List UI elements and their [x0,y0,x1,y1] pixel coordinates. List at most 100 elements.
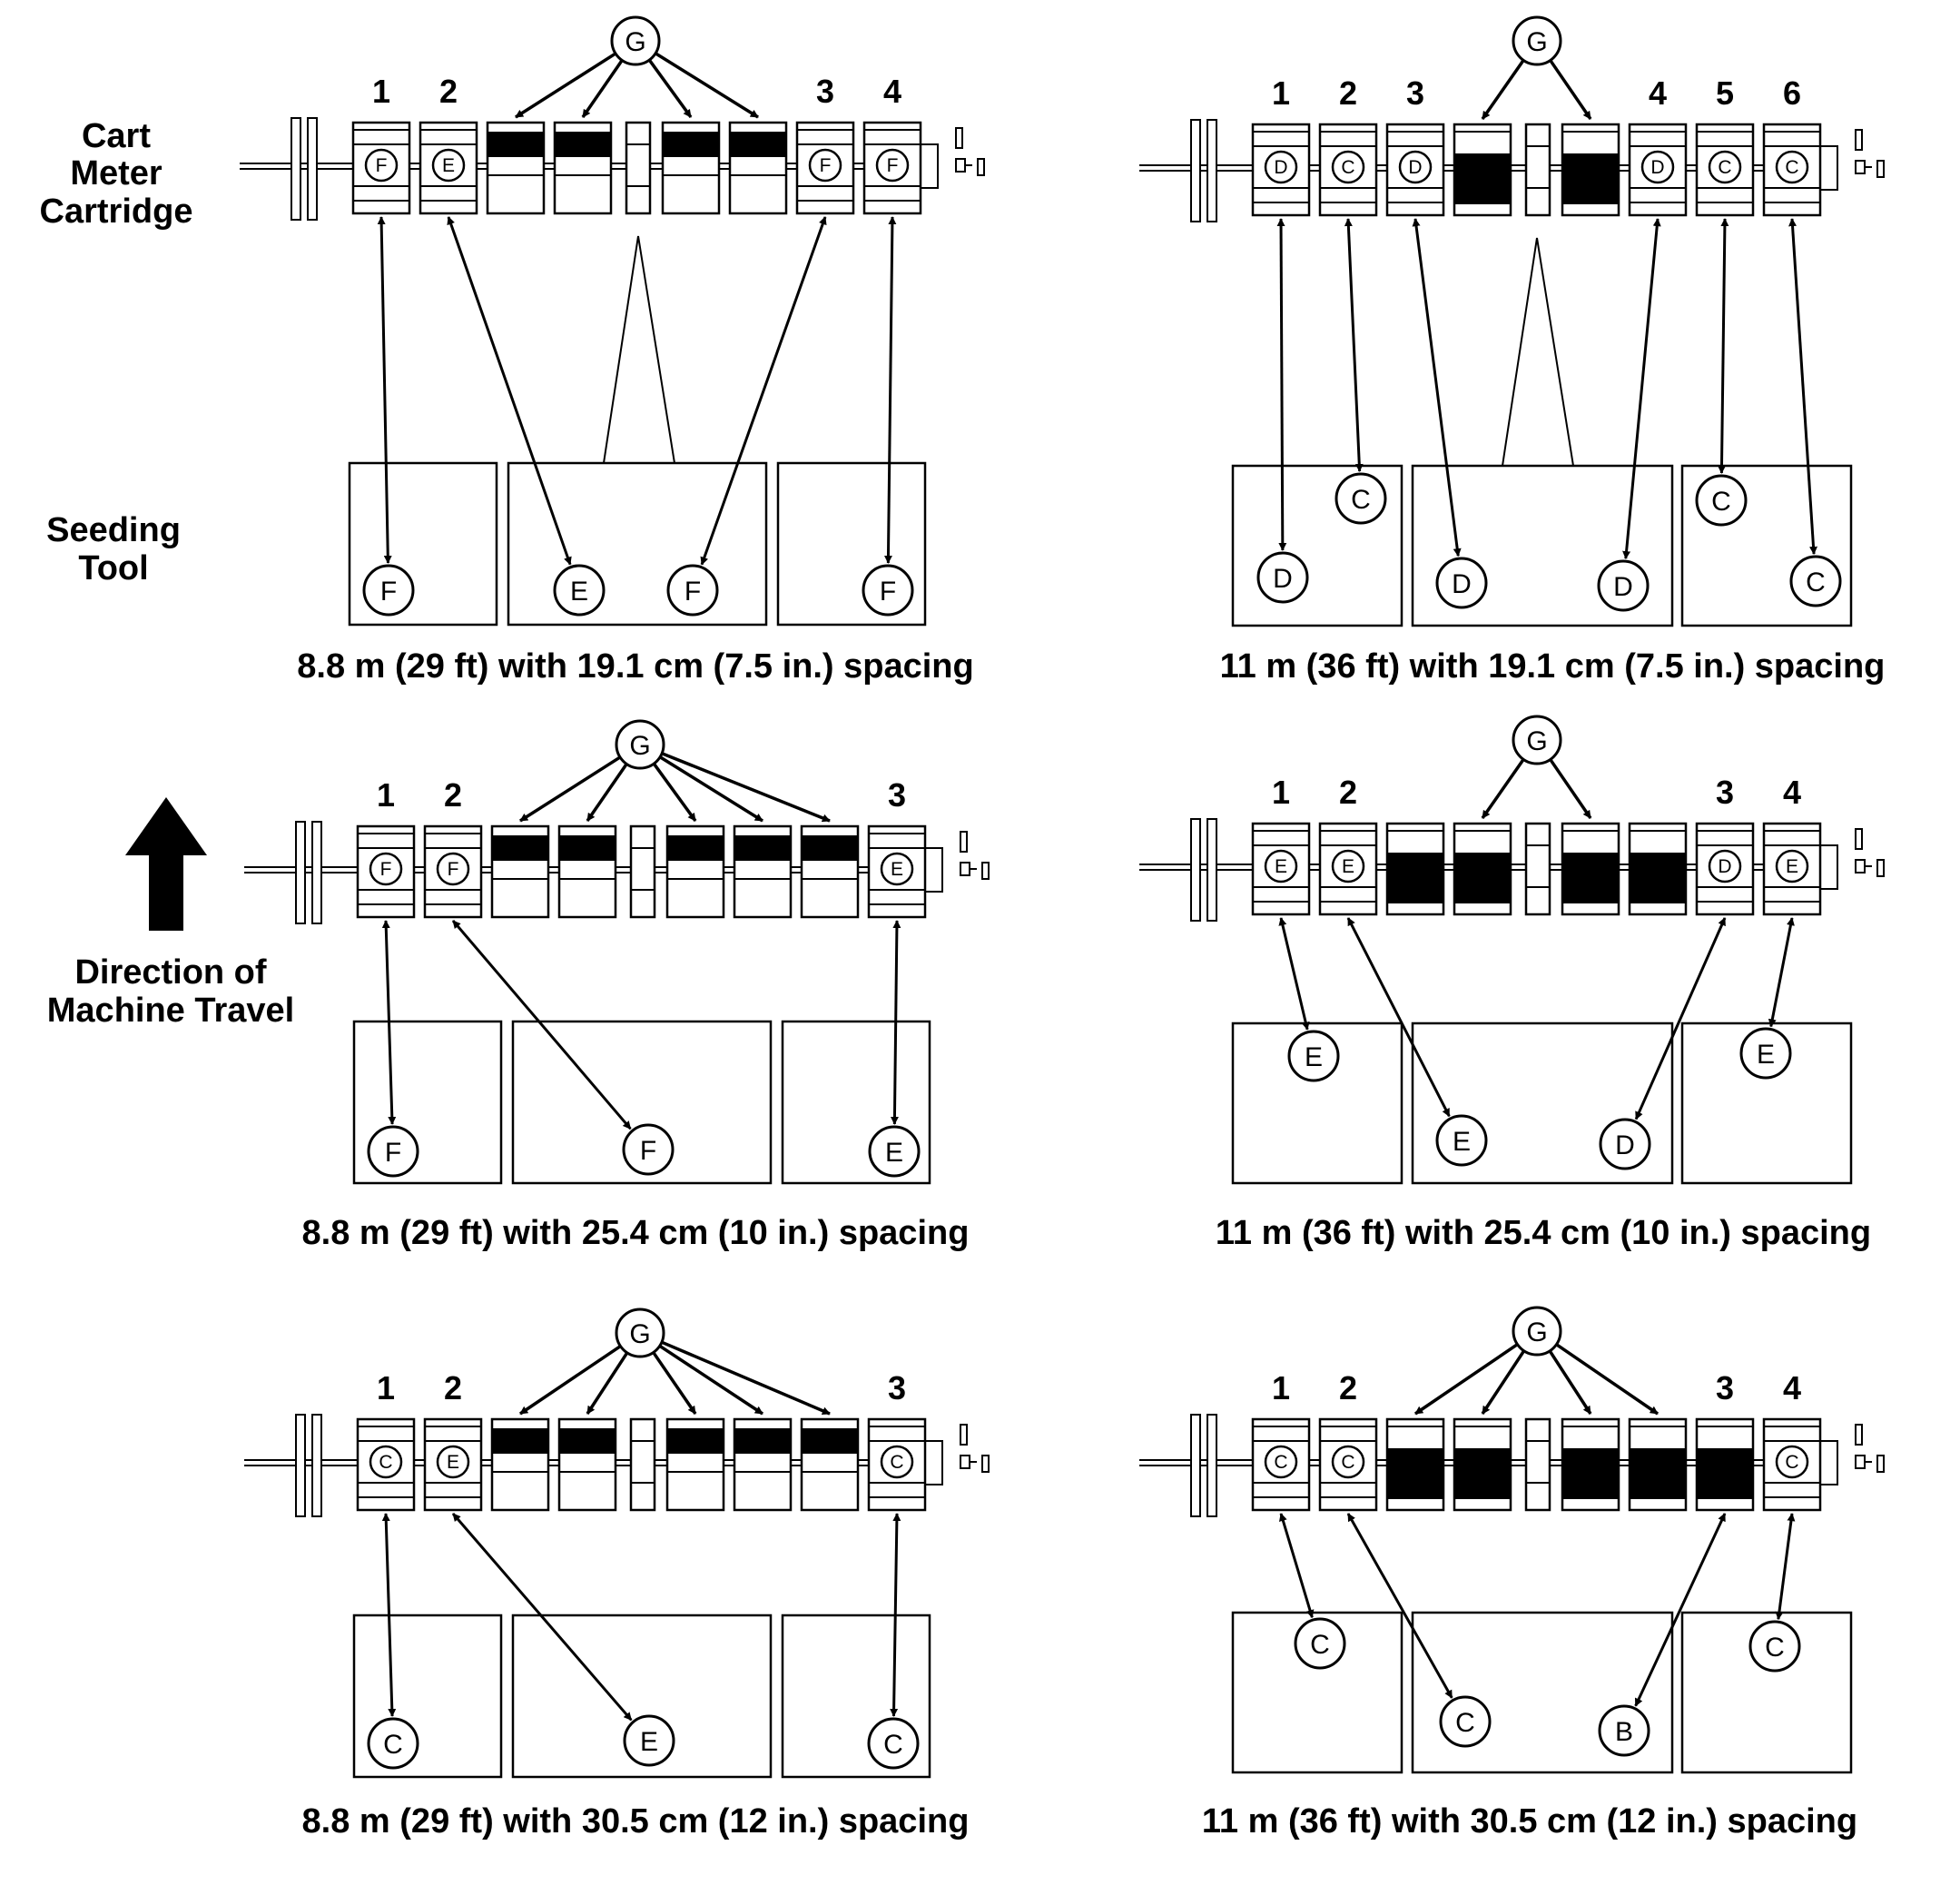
spacer-cartridge [1524,1417,1551,1512]
tool-connection-arrow [377,216,392,564]
blank-cartridge [1628,1417,1688,1512]
blank-cartridge [1561,822,1620,916]
meter-cartridge-1: F [356,824,416,919]
tool-connection-arrow [1412,218,1462,558]
tool-connection-arrow [890,920,901,1125]
tool-connection-arrow [890,1513,901,1717]
meter-cartridge-9: C [867,1417,927,1512]
cartridge-number-1: 1 [372,73,390,110]
tool-connection-arrow [1622,218,1661,560]
spacer-cartridge [1524,123,1551,217]
drive-sensor-top [955,127,963,149]
meter-cartridge-2: E [423,1417,483,1512]
seeding-tool-port-circle [1287,1030,1340,1082]
blocked-fill [663,132,719,157]
g-arrow [1555,1343,1659,1416]
seeding-tool-port-circle [1748,1620,1801,1673]
cart-meter-cartridge-label-line1: Cart [82,117,151,155]
cartridge-number-3: 3 [816,73,834,110]
cartridge-number-2: 2 [439,73,458,110]
blank-cartridge [1695,1417,1755,1512]
cartridge-body [629,1417,656,1512]
tool-connection-arrow [1768,917,1795,1028]
g-marker-letter: G [1526,1318,1547,1347]
g-marker-letter: G [629,1319,650,1349]
cartridge-3-type-circle [1398,150,1433,184]
meter-cartridge-9: E [1762,822,1822,916]
tool-frame-tower [603,235,675,464]
g-arrow [659,755,763,823]
blank-cartridge [800,824,860,919]
meter-cartridge-3: D [1385,123,1445,217]
cartridge-2-type-circle [436,1445,470,1479]
cartridge-2-type-letter: E [447,1452,459,1473]
cartridge-9-type-letter: C [1785,157,1798,178]
direction-label-line2: Machine Travel [47,992,294,1030]
cartridge-9-type-circle [875,148,910,183]
g-arrow [1549,758,1592,819]
spacer-cartridge [625,121,652,215]
blank-cartridge [557,1417,617,1512]
panel-caption: 8.8 m (29 ft) with 19.1 cm (7.5 in.) spa… [297,647,973,686]
panel-caption: 11 m (36 ft) with 25.4 cm (10 in.) spaci… [1216,1214,1871,1252]
seeding-tool-port-letter: C [383,1730,403,1760]
drive-sensor-mid [960,1455,970,1469]
blank-cartridge [800,1417,860,1512]
seeding-tool-port-letter: C [883,1730,903,1760]
cartridge-number-2: 2 [1339,774,1357,811]
drive-sensor-end [1876,1455,1885,1473]
tool-connection-arrow [1279,1513,1315,1619]
cartridge-9-type-circle [1775,1445,1809,1479]
blank-cartridge [557,824,617,919]
drive-sensor-end [1876,160,1885,178]
g-arrow [661,752,831,823]
end-plate-left-inner [307,117,318,221]
g-arrow [1414,1343,1519,1416]
seeding-tool-port-letter: F [640,1136,656,1166]
seeding-tool-port-circle [867,1717,920,1770]
spacer-cartridge [629,824,656,919]
cartridge-1-type-circle [1264,849,1298,883]
cartridge-number-1: 1 [1272,74,1290,112]
cartridge-number-2: 2 [444,776,462,814]
g-arrow [652,763,697,823]
drive-sensor-mid [1855,1455,1866,1469]
cartridge-1-type-letter: C [379,1452,392,1473]
seeding-tool-port-letter: C [1711,487,1731,517]
cartridge-body [625,121,652,215]
drive-sensor-top [1855,129,1863,151]
cartridge-1-type-letter: F [376,155,388,176]
blocked-fill [1387,1448,1443,1499]
cartridge-number-4: 4 [1783,1369,1801,1406]
tool-connection-arrow [381,920,397,1125]
blocked-fill [1697,1448,1753,1499]
cartridge-2-type-circle [1331,150,1365,184]
seeding-tool-port-circle [622,1123,675,1176]
seeding-tool-port-letter: E [1453,1127,1471,1157]
drive-sensor-top [1855,828,1863,850]
meter-cartridge-8: C [1695,123,1755,217]
tool-connection-arrow [1344,218,1364,472]
meter-cartridge-2: E [419,121,478,215]
end-plate-left-inner [1207,818,1217,922]
blank-cartridge [1453,123,1512,217]
cartridge-9-type-circle [1775,849,1809,883]
cartridge-7-type-circle [1640,150,1675,184]
g-arrow [1481,758,1525,820]
cartridge-3-type-letter: D [1408,157,1422,178]
seeding-tool-port-circle [1435,1114,1488,1167]
seeding-tool-port-letter: E [885,1138,903,1168]
seeding-tool-port-letter: E [1757,1040,1775,1070]
meter-cartridge-1: D [1251,123,1311,217]
cartridge-body [1524,822,1551,916]
spacer-cartridge [629,1417,656,1512]
drive-sensor-end [1876,859,1885,877]
g-marker-circle [615,1308,665,1358]
cartridge-2-type-letter: F [448,859,459,880]
cartridge-number-5: 5 [1716,74,1734,112]
seeding-tool-port-letter: E [1305,1042,1323,1072]
blocked-fill [730,132,786,157]
cartridge-body [1524,1417,1551,1512]
